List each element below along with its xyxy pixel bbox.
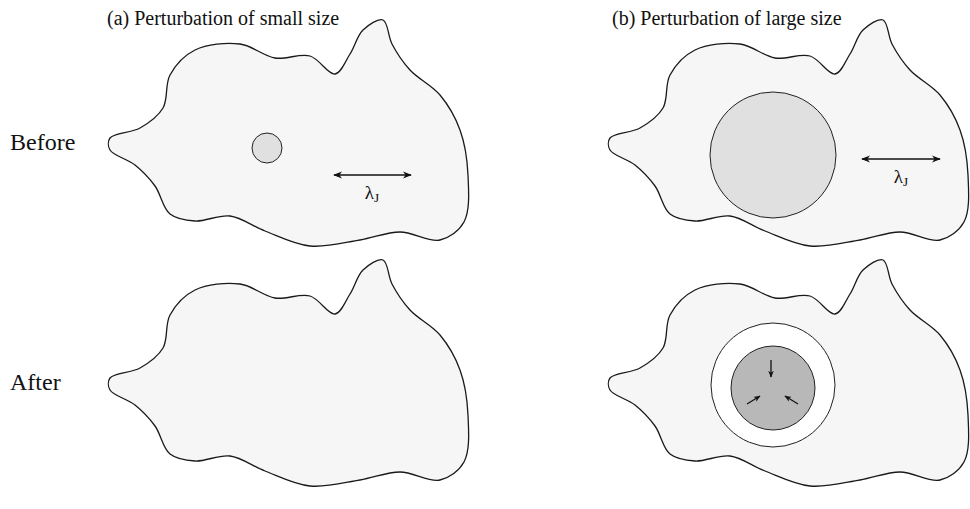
gas-cloud	[108, 260, 468, 487]
collapse-arrow	[747, 396, 760, 404]
collapse-arrow	[785, 396, 798, 404]
gas-cloud	[108, 20, 468, 247]
small-perturbation	[252, 133, 282, 163]
large-perturbation	[710, 92, 836, 218]
jeans-length-label: λJ	[894, 167, 908, 188]
collapse-arrow	[770, 360, 771, 377]
row-label: After	[10, 369, 61, 395]
jeans-length-arrow	[862, 158, 940, 160]
gas-cloud	[608, 20, 968, 247]
evacuated-region	[711, 323, 835, 447]
panel-heading: (a) Perturbation of small size	[107, 7, 339, 29]
gas-cloud	[608, 260, 968, 487]
row-label: Before	[10, 129, 75, 155]
jeans-length-arrow	[334, 174, 411, 176]
collapsing-core	[731, 346, 815, 430]
panel-heading: (b) Perturbation of large size	[612, 7, 842, 29]
jeans-length-label: λJ	[365, 183, 379, 204]
